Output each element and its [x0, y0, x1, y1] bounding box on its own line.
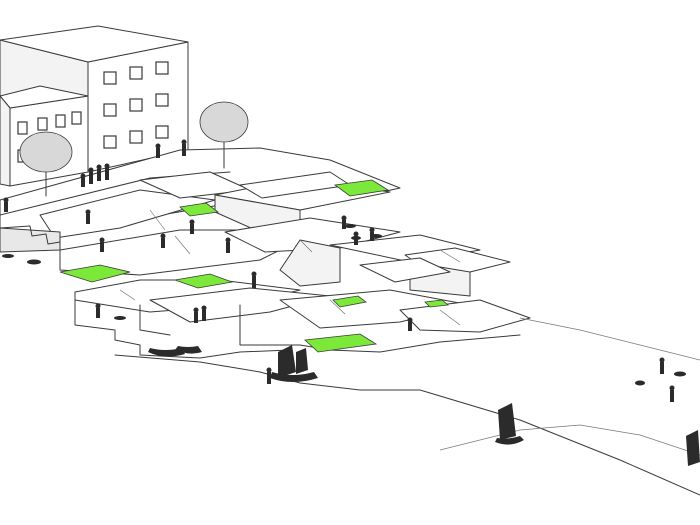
person-icon: [266, 367, 272, 384]
person-icon: [674, 371, 686, 377]
building-tall-windows: [103, 61, 169, 149]
green-plazas: [59, 179, 449, 353]
person-icon: [251, 271, 257, 288]
lower-terrace: [74, 279, 531, 359]
building-low: [0, 85, 89, 187]
tree-icon: [19, 131, 73, 197]
upper-terrace: [0, 171, 391, 253]
person-icon: [341, 215, 347, 229]
boats: [148, 345, 700, 466]
furniture: [2, 224, 382, 320]
sail-icon: [495, 403, 524, 445]
person-icon: [669, 385, 675, 402]
green-plaza-7: [304, 333, 378, 353]
person-icon: [88, 167, 94, 184]
person-icon: [407, 317, 413, 331]
sail-icon: [686, 430, 700, 466]
person-icon: [160, 233, 166, 248]
person-icon: [201, 305, 207, 321]
green-plaza-6: [424, 299, 449, 308]
person-icon: [155, 143, 161, 158]
sail-icon: [270, 345, 318, 382]
person-icon: [181, 139, 187, 156]
person-icon: [3, 197, 9, 212]
person-icon: [85, 209, 91, 224]
person-icon: [635, 380, 645, 386]
tree-icon: [199, 101, 249, 169]
green-plaza-2: [179, 202, 220, 217]
person-icon: [104, 163, 110, 180]
green-plaza-1: [333, 179, 390, 197]
person-icon: [659, 357, 665, 374]
person-icon: [96, 164, 102, 181]
green-plaza-5: [332, 295, 367, 308]
person-icon: [225, 237, 231, 253]
shoreline: [114, 317, 700, 496]
green-plaza-3: [59, 264, 131, 283]
person-icon: [95, 303, 101, 318]
person-icon: [80, 173, 86, 187]
boat-icon: [148, 346, 202, 357]
person-icon: [193, 307, 199, 323]
person-icon: [353, 231, 359, 245]
green-plaza-4: [174, 273, 234, 289]
person-icon: [189, 219, 195, 234]
person-icon: [99, 237, 105, 252]
